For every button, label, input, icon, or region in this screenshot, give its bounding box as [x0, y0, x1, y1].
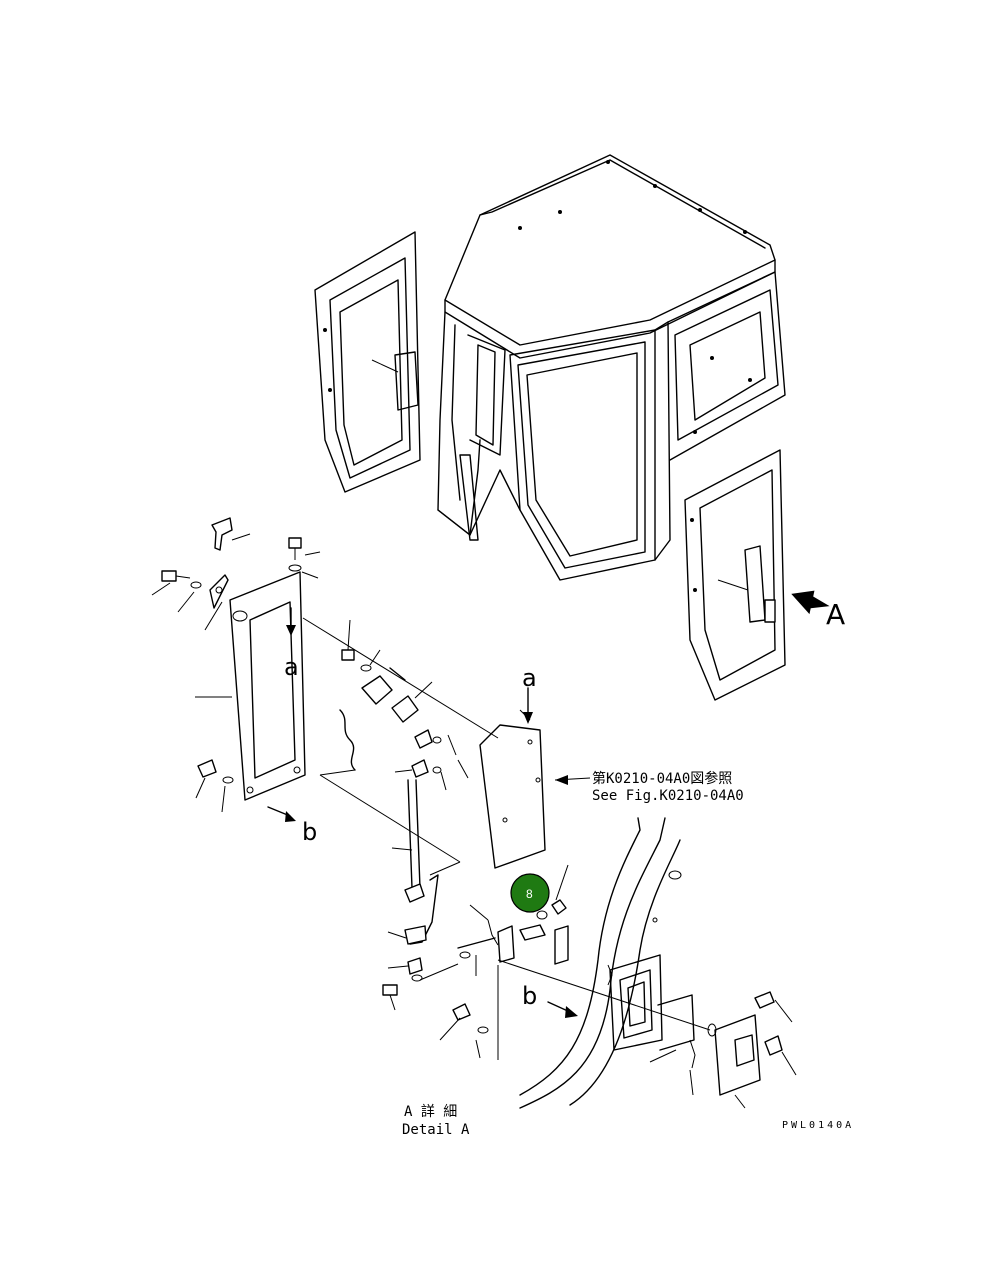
- reference-text-ja: 第K0210-04A0図参照: [592, 770, 732, 787]
- rod-and-lever: [387, 779, 461, 945]
- hinge-assembly: [319, 619, 469, 863]
- arrow-label-b: b: [302, 818, 317, 846]
- arrow-label-a: a: [284, 653, 299, 681]
- detail-arrows: [267, 607, 578, 1018]
- reference-text-en: See Fig.K0210-04A0: [592, 788, 744, 804]
- handle-parts: [151, 517, 321, 631]
- striker-assembly: [649, 991, 797, 1109]
- callout-number: 8: [526, 887, 533, 901]
- cab-frame: [437, 154, 786, 581]
- callout-label-a: a: [522, 664, 537, 692]
- callout-label-b: b: [522, 982, 537, 1010]
- bolts-lower: [195, 759, 489, 1059]
- left-door: [314, 231, 421, 493]
- latch-parts: [457, 864, 569, 1060]
- view-label-a: A: [826, 598, 845, 631]
- right-door: [684, 449, 786, 701]
- cover-plate: [195, 571, 306, 801]
- body-section: [497, 817, 711, 1109]
- view-arrow-a: A: [791, 590, 845, 631]
- part-callout-8[interactable]: 8: [510, 873, 550, 913]
- ref-arrow-icon: [555, 775, 568, 785]
- detail-caption-en: Detail A: [402, 1122, 470, 1138]
- drawing-code: PWL0140A: [782, 1120, 854, 1131]
- callout-circle[interactable]: [510, 873, 550, 913]
- detail-caption-ja: A 詳 細: [404, 1104, 457, 1120]
